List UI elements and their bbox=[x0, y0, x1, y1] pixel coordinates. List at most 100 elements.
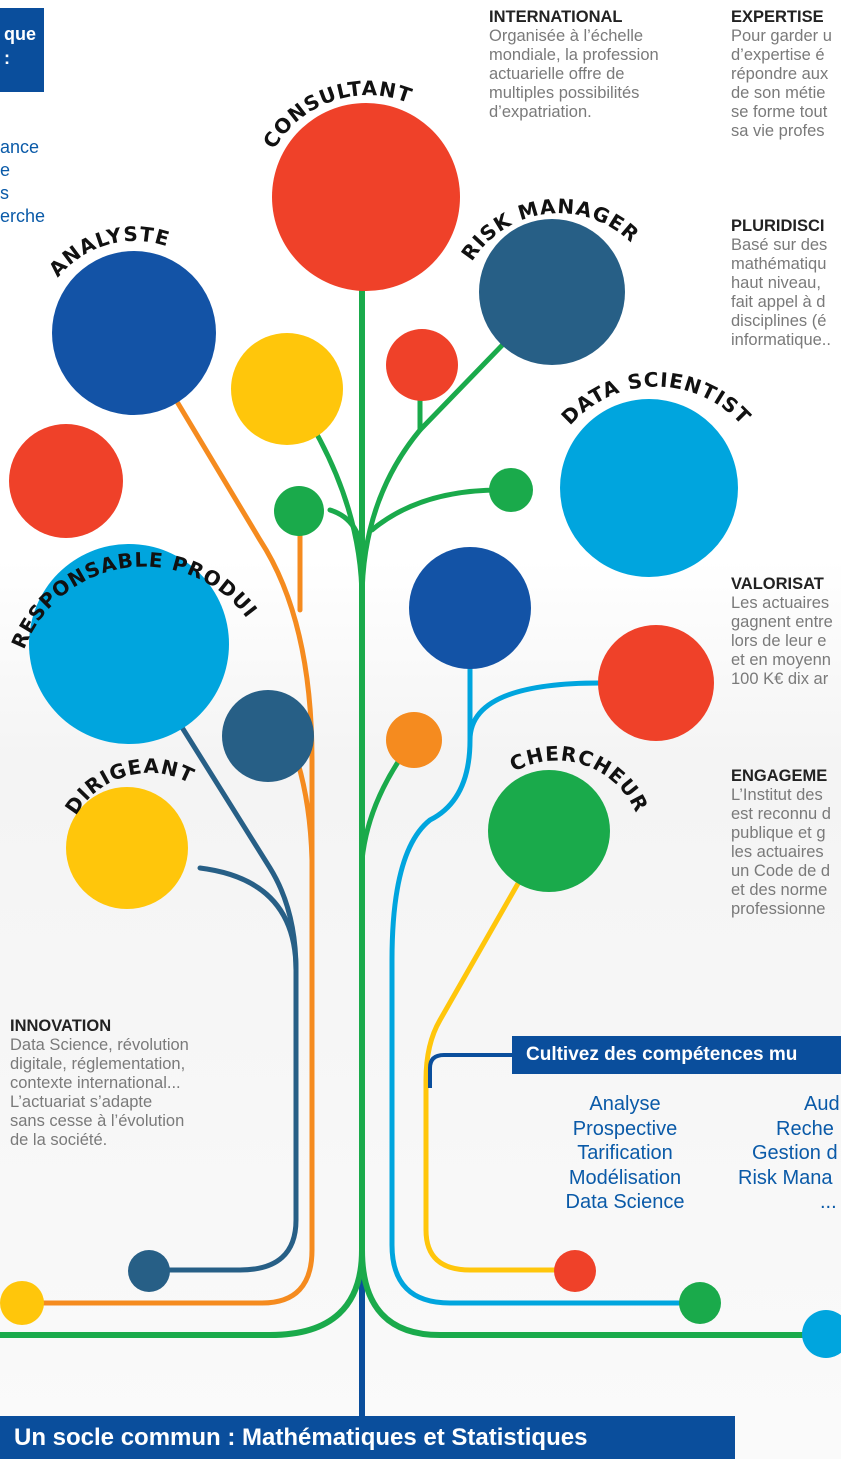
text-line: professionne bbox=[731, 900, 826, 918]
orange-node-small bbox=[386, 712, 442, 768]
red-dot-bottom bbox=[554, 1250, 596, 1292]
text-line: mathématiqu bbox=[731, 255, 827, 273]
red-node-left bbox=[9, 424, 123, 538]
valorisat-title: VALORISAT bbox=[731, 575, 824, 593]
branch-chercheur bbox=[389, 647, 703, 1306]
text-line: Basé sur des bbox=[731, 236, 828, 254]
branch-green-left bbox=[327, 507, 365, 563]
skill-item: Analyse bbox=[589, 1093, 661, 1115]
text-line: les actuaires bbox=[731, 843, 824, 861]
text-line: un Code de d bbox=[731, 862, 831, 880]
branch-dirigeant bbox=[197, 865, 299, 973]
text-line: L’actuariat s’adapte bbox=[10, 1093, 153, 1111]
valorisat-block: VALORISAT Les actuaires gagnent entre lo… bbox=[731, 575, 833, 689]
competences-col2: Aud Reche Gestion d Risk Mana ... bbox=[738, 1092, 841, 1215]
text-line: contexte international... bbox=[10, 1074, 181, 1092]
text-line: disciplines (é bbox=[731, 312, 827, 330]
engageme-block: ENGAGEME L’Institut des est reconnu d pu… bbox=[731, 767, 831, 919]
green-node-right bbox=[489, 468, 533, 512]
text-line: et des norme bbox=[731, 881, 828, 899]
text-line: Pour garder u bbox=[731, 27, 832, 45]
branch-green-small bbox=[369, 487, 503, 533]
top-left-box-line2: : bbox=[4, 48, 10, 68]
text-line: est reconnu d bbox=[731, 805, 831, 823]
text-line: se forme tout bbox=[731, 103, 828, 121]
list-item: ance bbox=[0, 137, 40, 157]
text-line: d’expertise é bbox=[731, 46, 825, 64]
text-line: sa vie profes bbox=[731, 122, 825, 140]
banner-connector bbox=[428, 1053, 514, 1088]
branch-data-science bbox=[359, 1247, 808, 1338]
text-line: multiples possibilités bbox=[489, 84, 640, 102]
branch-red-right bbox=[467, 680, 603, 743]
text-line: digitale, réglementation, bbox=[10, 1055, 186, 1073]
analyste-node bbox=[52, 251, 216, 415]
text-line: répondre aux bbox=[731, 65, 829, 83]
innovation-block: INNOVATION Data Science, révolution digi… bbox=[10, 1017, 189, 1150]
text-line: mondiale, la profession bbox=[489, 46, 659, 64]
text-line: haut niveau, bbox=[731, 274, 821, 292]
slate-node bbox=[222, 690, 314, 782]
text-line: publique et g bbox=[731, 824, 826, 842]
competences-banner: Cultivez des compétences mu bbox=[512, 1036, 841, 1074]
lightblue-dot-bottom bbox=[802, 1310, 841, 1358]
branch-riskmanager bbox=[359, 329, 518, 603]
text-line: 100 K€ dix ar bbox=[731, 670, 829, 688]
expertise-title: EXPERTISE bbox=[731, 8, 824, 26]
text-line: L’Institut des bbox=[731, 786, 823, 804]
list-item: s bbox=[0, 183, 9, 203]
list-item: erche bbox=[0, 206, 46, 226]
yellow-dot-bottom bbox=[0, 1281, 44, 1325]
red-node-right bbox=[598, 625, 714, 741]
footer-banner: Un socle commun : Mathématiques et Stati… bbox=[0, 1416, 735, 1459]
respprod-node bbox=[29, 544, 229, 744]
text-line: informatique.. bbox=[731, 331, 831, 349]
list-item: e bbox=[0, 160, 11, 180]
skill-item: Modélisation bbox=[568, 1166, 682, 1189]
text-line: actuarielle offre de bbox=[489, 65, 625, 83]
text-line: gagnent entre bbox=[731, 613, 833, 631]
expertise-block: EXPERTISE Pour garder u d’expertise é ré… bbox=[731, 8, 832, 141]
text-line: fait appel à d bbox=[731, 293, 826, 311]
skill-item: Gestion d bbox=[752, 1142, 838, 1164]
text-line: Data Science, révolution bbox=[10, 1036, 189, 1054]
footer-text: Un socle commun : Mathématiques et Stati… bbox=[14, 1424, 588, 1451]
innovation-title: INNOVATION bbox=[10, 1017, 112, 1035]
green-dot-bottom bbox=[679, 1282, 721, 1324]
branch-chercheur-yellow bbox=[423, 877, 563, 1273]
darkblue-node-center bbox=[409, 547, 531, 669]
text-line: de son métie bbox=[731, 84, 826, 102]
datascientist-node bbox=[560, 399, 738, 577]
top-left-box: que : bbox=[0, 8, 44, 92]
pluridisci-title: PLURIDISCI bbox=[731, 217, 825, 235]
text-line: sans cesse à l’évolution bbox=[10, 1112, 185, 1130]
text-line: d’expatriation. bbox=[489, 103, 592, 121]
dirigeant-node bbox=[66, 787, 188, 909]
text-line: et en moyenn bbox=[731, 651, 831, 669]
slate-dot-bottom bbox=[128, 1250, 170, 1292]
competences-col1: Analyse Prospective Tarification Modélis… bbox=[550, 1092, 700, 1215]
pluridisci-block: PLURIDISCI Basé sur des mathématiqu haut… bbox=[731, 217, 831, 350]
skill-item: Tarification bbox=[577, 1142, 673, 1164]
text-line: Les actuaires bbox=[731, 594, 830, 612]
chercheur-node bbox=[488, 770, 610, 892]
skill-item: Reche bbox=[776, 1117, 834, 1140]
riskmanager-node bbox=[479, 219, 625, 365]
yellow-node-center bbox=[231, 333, 343, 445]
skill-item: Data Science bbox=[565, 1191, 685, 1213]
skill-item: Risk Mana bbox=[738, 1166, 833, 1189]
engageme-title: ENGAGEME bbox=[731, 767, 828, 785]
red-node-small bbox=[386, 329, 458, 401]
consultant-node bbox=[272, 103, 460, 291]
nodes bbox=[0, 103, 841, 1358]
top-left-list: ance e s erche bbox=[0, 136, 45, 228]
text-line: de la société. bbox=[10, 1131, 108, 1149]
skill-item: Aud bbox=[804, 1093, 840, 1115]
text-line: lors de leur e bbox=[731, 632, 827, 650]
skill-item: ... bbox=[820, 1191, 837, 1213]
competences-banner-text: Cultivez des compétences mu bbox=[526, 1044, 798, 1065]
international-block: INTERNATIONAL Organisée à l’échelle mond… bbox=[489, 8, 659, 122]
skill-item: Prospective bbox=[572, 1117, 678, 1140]
branch-respprod bbox=[147, 702, 299, 1273]
